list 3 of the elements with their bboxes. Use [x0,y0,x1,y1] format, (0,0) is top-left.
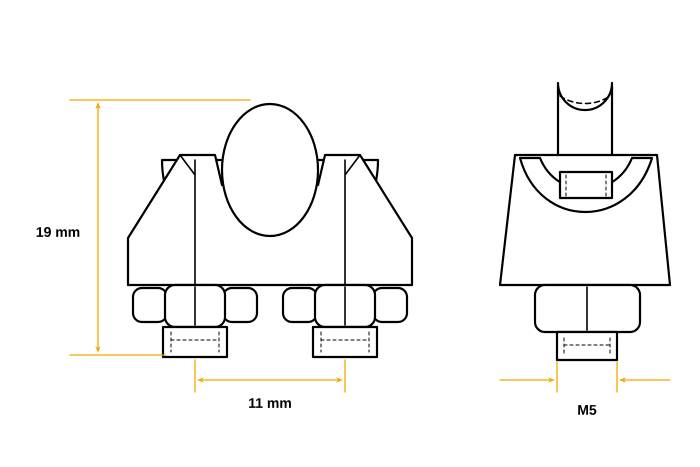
dimension-label: M5 [578,405,596,415]
dimension-label: 11 mm [249,398,291,408]
dimension-label: 19 mm [36,227,80,237]
